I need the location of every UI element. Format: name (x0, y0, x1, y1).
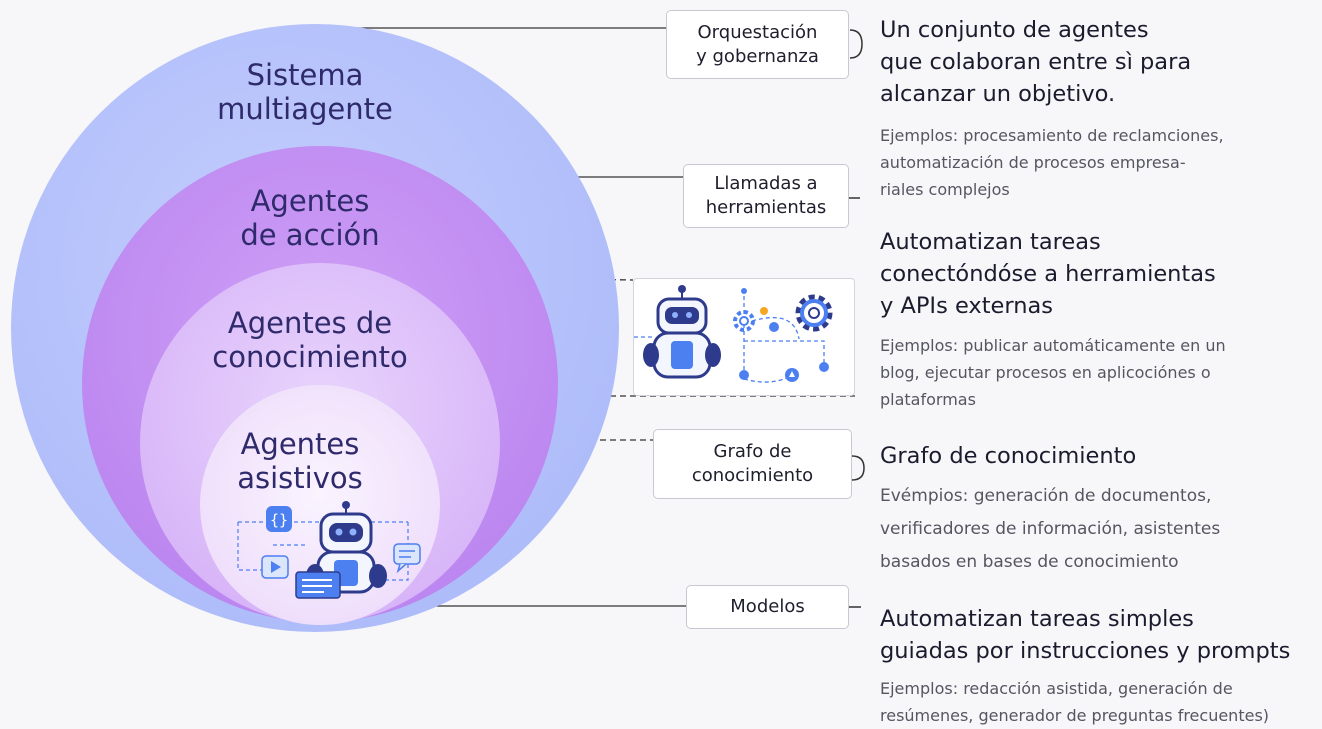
description-examples: Ejemplos: redacción asistida, generación… (880, 679, 1270, 725)
description-examples: Evémpios: generación de documentos, veri… (880, 486, 1221, 572)
description-heading: Un conjunto de agentes que colaboran ent… (880, 17, 1192, 107)
chat-bubble-icon (393, 543, 421, 574)
tag-models: Modelos (686, 585, 849, 629)
description-knowledge: Grafo de conocimiento Evémpios: generaci… (880, 440, 1310, 579)
tools-illustration-card (633, 278, 855, 396)
tag-tool-calls: Llamadas a herramientas (683, 164, 849, 228)
node-network-icon (634, 289, 825, 383)
play-icon (261, 555, 289, 579)
assistive-robot-illustration: {} (237, 501, 421, 599)
description-heading: Grafo de conocimiento (880, 443, 1137, 469)
description-heading: Automatizan tareas conectóndóse a herram… (880, 229, 1216, 319)
bracket-graph (851, 455, 865, 481)
code-bubble-icon: {} (266, 506, 292, 532)
orange-node (760, 307, 768, 315)
description-assistive: Automatizan tareas simples guiadas por i… (880, 603, 1310, 729)
description-examples: Ejemplos: publicar automáticamente en un… (880, 336, 1226, 409)
ring-title-assistive: Agentes asistivos (237, 427, 363, 495)
description-heading: Automatizan tareas simples guiadas por i… (880, 606, 1291, 664)
description-multiagent: Un conjunto de agentes que colaboran ent… (880, 14, 1310, 203)
tag-orchestration: Orquestación y gobernanza (666, 10, 849, 79)
tools-illustration (634, 285, 833, 383)
ring-title-knowledge: Agentes de conocimiento (212, 306, 408, 374)
document-icon (295, 571, 341, 599)
robot-icon (643, 285, 721, 379)
gear-icon (795, 294, 833, 332)
ring-title-multiagent: Sistema multiagente (217, 58, 393, 126)
svg-text:{}: {} (270, 511, 288, 529)
ring-title-action: Agentes de acción (240, 184, 380, 252)
description-action: Automatizan tareas conectóndóse a herram… (880, 226, 1310, 413)
bracket-orchestration (849, 29, 863, 59)
small-gear-icon (733, 310, 755, 332)
description-examples: Ejemplos: procesamiento de reclamciones,… (880, 126, 1224, 199)
tag-knowledge-graph: Grafo de conocimiento (653, 429, 852, 499)
